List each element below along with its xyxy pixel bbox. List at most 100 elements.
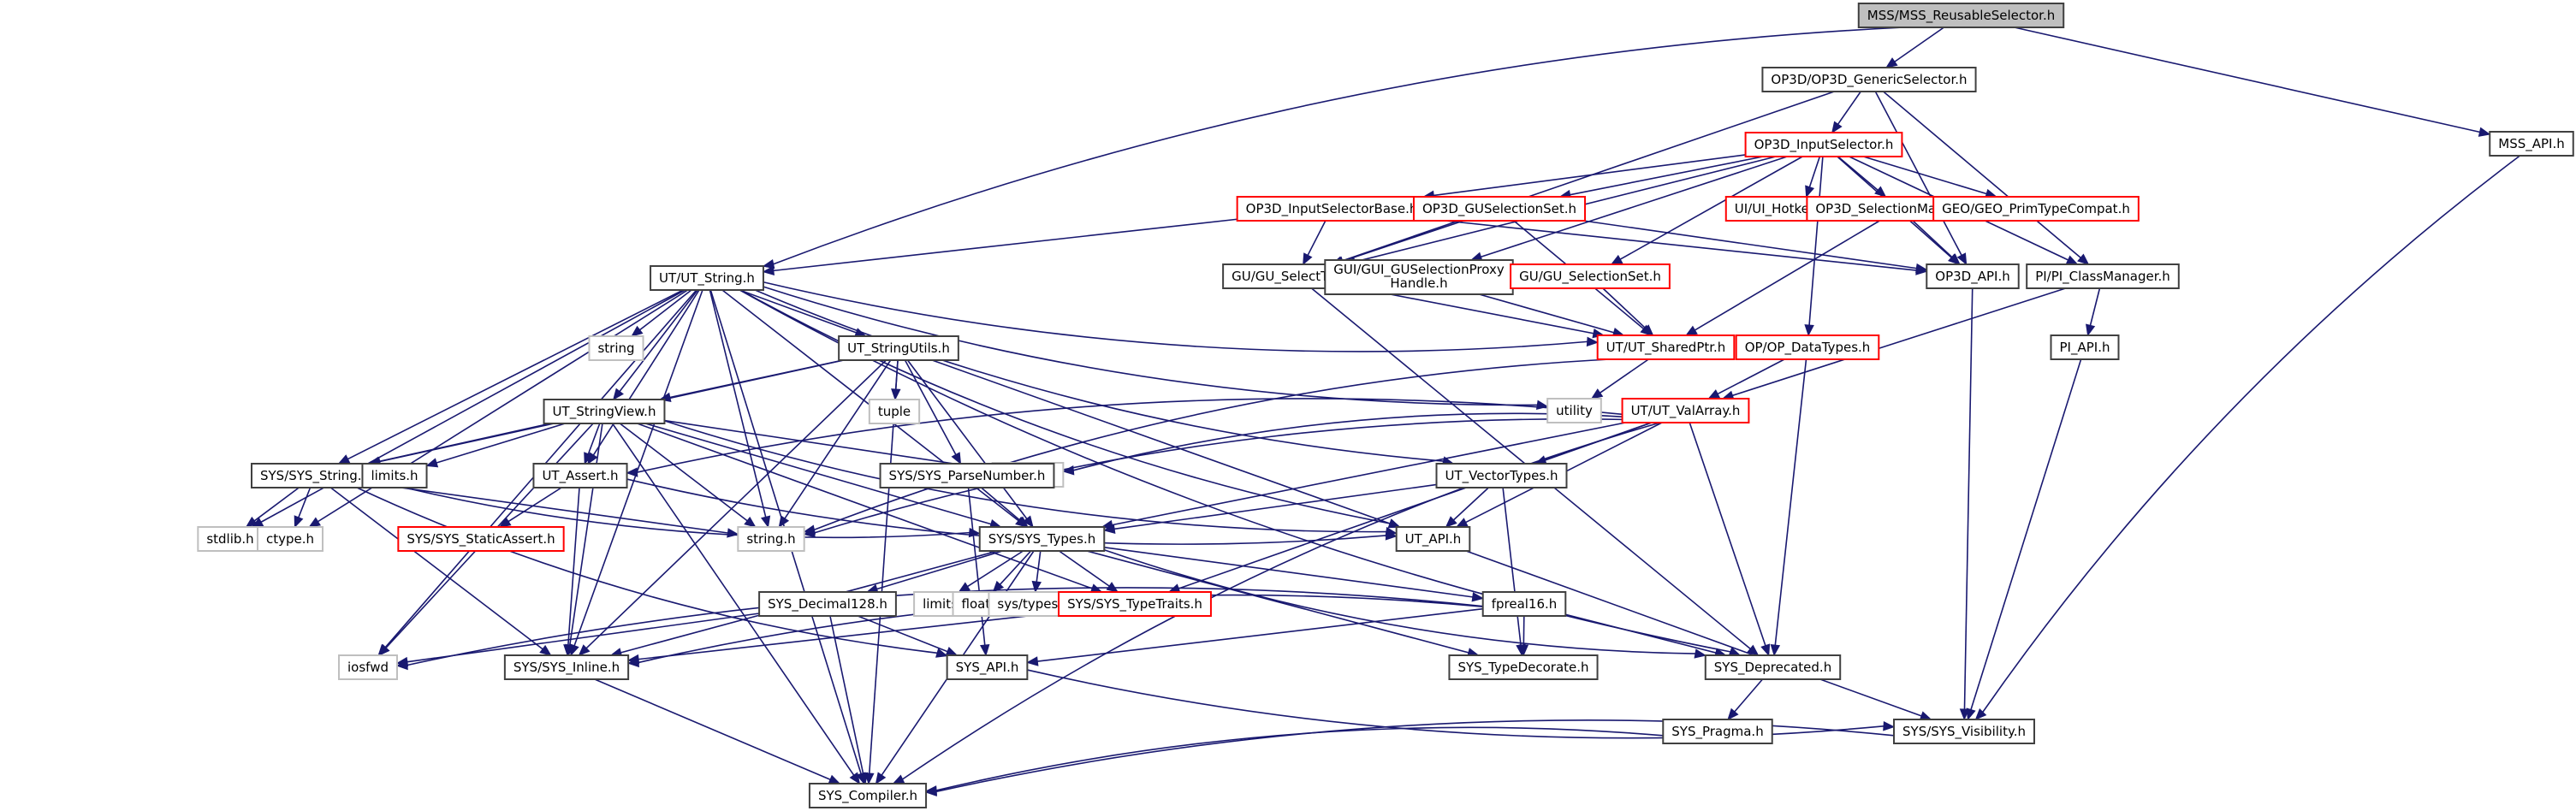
edge-valarray-to-deprecated	[1689, 422, 1771, 657]
node-piapi[interactable]: PI_API.h	[2050, 334, 2120, 360]
arrowhead-icon	[1974, 708, 1987, 720]
edge-line	[637, 423, 1093, 589]
node-pragma[interactable]: SYS_Pragma.h	[1662, 719, 1773, 744]
node-geoprim[interactable]: GEO/GEO_PrimTypeCompat.h	[1932, 196, 2140, 222]
arrowhead-icon	[1387, 518, 1401, 529]
node-box	[2050, 334, 2120, 360]
node-limitsh[interactable]: limits.h	[361, 463, 428, 488]
node-vectortypes[interactable]: UT_VectorTypes.h	[1435, 463, 1568, 488]
node-box	[361, 463, 428, 488]
edge-line	[573, 289, 703, 646]
edge-line	[1073, 412, 1623, 471]
arrowhead-icon	[744, 516, 757, 528]
arrowhead-icon	[875, 772, 887, 785]
node-generic[interactable]: OP3D/OP3D_GenericSelector.h	[1761, 67, 1977, 92]
arrowhead-icon	[803, 528, 816, 538]
edge-line	[1502, 487, 1522, 646]
node-typetraits[interactable]: SYS/SYS_TypeTraits.h	[1058, 591, 1212, 617]
edge-line	[638, 612, 1059, 660]
edge-inputbase-to-guselecttype	[1303, 220, 1327, 266]
node-inputsel[interactable]: OP3D_InputSelector.h	[1744, 132, 1903, 157]
node-label: UT_VectorTypes.h	[1445, 468, 1558, 484]
edge-line	[664, 420, 1386, 533]
node-fpreal16[interactable]: fpreal16.h	[1481, 591, 1567, 617]
node-label: stdlib.h	[206, 531, 253, 547]
node-box	[758, 591, 897, 617]
node-parsenum[interactable]: SYS/SYS_ParseNumber.h	[879, 463, 1055, 488]
arrowhead-icon	[337, 454, 351, 465]
node-iosfwd: iosfwd	[338, 654, 398, 680]
arrowhead-icon	[626, 657, 639, 668]
arrowhead-icon	[1966, 707, 1976, 721]
node-box	[879, 463, 1055, 488]
arrowhead-icon	[1959, 708, 1970, 721]
node-inputbase[interactable]: OP3D_InputSelectorBase.h	[1236, 196, 1427, 222]
edge-line	[773, 27, 1904, 265]
node-stringview[interactable]: UT_StringView.h	[543, 399, 666, 424]
edge-line	[1717, 358, 1785, 395]
node-sysapi[interactable]: SYS_API.h	[946, 654, 1029, 680]
node-box	[978, 526, 1106, 552]
node-typedecorate[interactable]: SYS_TypeDecorate.h	[1448, 654, 1599, 680]
arrowhead-icon	[395, 660, 408, 671]
edge-line	[1982, 155, 2520, 713]
edge-utstringutils-to-parsenum	[904, 359, 962, 465]
edge-fpreal16-to-typedecorate	[1518, 615, 1529, 657]
node-staticassert[interactable]: SYS/SYS_StaticAssert.h	[397, 526, 565, 552]
node-sharedptr[interactable]: UT/UT_SharedPtr.h	[1596, 334, 1736, 360]
node-mssapi[interactable]: MSS_API.h	[2489, 131, 2574, 157]
edge-stringview-to-stringh	[619, 423, 757, 528]
arrowhead-icon	[1831, 121, 1843, 134]
node-label: string	[597, 340, 634, 356]
edge-root-to-utstring	[762, 27, 1904, 269]
node-label: fpreal16.h	[1492, 596, 1558, 612]
node-deprecated[interactable]: SYS_Deprecated.h	[1704, 654, 1842, 680]
edge-line	[318, 289, 689, 523]
edge-line	[260, 289, 686, 523]
node-utstring[interactable]: UT/UT_String.h	[650, 265, 764, 291]
node-box	[543, 399, 666, 424]
node-systypes[interactable]: SYS/SYS_Types.h	[978, 526, 1106, 552]
edge-line	[619, 289, 698, 392]
edge-guselset-to-guselecttype	[1332, 220, 1464, 266]
node-utapi[interactable]: UT_API.h	[1395, 526, 1471, 552]
edge-line	[931, 359, 1391, 524]
node-compiler[interactable]: SYS_Compiler.h	[808, 783, 928, 808]
node-opdatatypes[interactable]: OP/OP_DataTypes.h	[1735, 334, 1880, 360]
node-label: SYS_Compiler.h	[818, 788, 917, 804]
node-guselset[interactable]: OP3D_GUSelectionSet.h	[1412, 196, 1587, 222]
arrowhead-icon	[1610, 254, 1623, 265]
arrowhead-icon	[1707, 389, 1721, 400]
arrowhead-icon	[308, 517, 321, 528]
node-op3dapi[interactable]: OP3D_API.h	[1926, 263, 2020, 289]
edge-line	[1808, 156, 1821, 187]
arrowhead-icon	[1727, 707, 1739, 720]
edge-line	[1452, 487, 1489, 521]
edge-line	[664, 419, 982, 469]
node-guselectionset[interactable]: GU/GU_SelectionSet.h	[1510, 263, 1671, 289]
node-sysinline[interactable]: SYS/SYS_Inline.h	[503, 654, 630, 680]
arrowhead-icon	[2065, 255, 2079, 265]
edge-line	[1963, 287, 1974, 710]
node-decimal[interactable]: SYS_Decimal128.h	[758, 591, 897, 617]
node-box	[1735, 334, 1880, 360]
edge-utstring-to-string	[631, 289, 692, 337]
node-visibility[interactable]: SYS/SYS_Visibility.h	[1893, 719, 2035, 744]
node-sysstring[interactable]: SYS/SYS_String.h	[250, 463, 380, 488]
edge-line	[814, 418, 1623, 534]
node-utassert[interactable]: UT_Assert.h	[532, 463, 628, 488]
arrowhead-icon	[828, 774, 841, 784]
node-utstringutils[interactable]: UT_StringUtils.h	[838, 335, 959, 361]
arrowhead-icon	[612, 388, 624, 401]
edge-sysstring-to-ctype	[294, 487, 312, 529]
edge-line	[2089, 287, 2101, 326]
edge-line	[902, 422, 1660, 780]
edge-utstringutils-to-stringh	[778, 359, 892, 529]
node-label: tuple	[878, 404, 911, 419]
arrowhead-icon	[1805, 185, 1815, 198]
node-valarray[interactable]: UT/UT_ValArray.h	[1621, 398, 1750, 423]
node-string: string	[588, 335, 644, 361]
node-piclass[interactable]: PI/PI_ClassManager.h	[2026, 263, 2180, 289]
